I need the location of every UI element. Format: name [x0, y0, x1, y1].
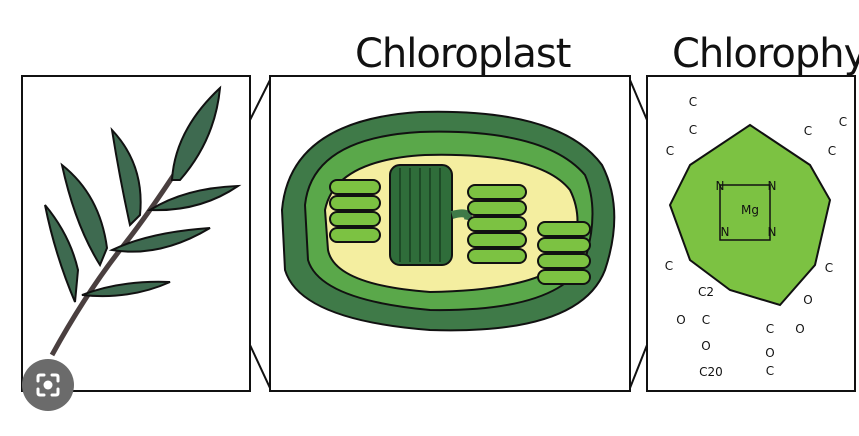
chloroplast-illustration [280, 110, 616, 332]
c-top2-label: C [689, 123, 697, 137]
o-ketone-label: O [803, 293, 812, 307]
c-chain1-label: C [702, 313, 710, 327]
zoom-connector-right [629, 79, 648, 389]
c-right-top3-label: C [839, 115, 847, 129]
o-ester2-label: O [765, 346, 774, 360]
leaf-illustration [44, 85, 242, 357]
mg-label: Mg [741, 203, 759, 217]
granum-middle [467, 184, 527, 264]
o-chain-label: O [701, 339, 710, 353]
granum-left [329, 179, 381, 243]
c-right-mid-label: C [825, 261, 833, 275]
c20-label: C20 [699, 365, 723, 379]
chlorophyll-illustration: N N N N Mg C C C C C C C C C2 C O O C20 … [665, 95, 847, 379]
c-top-label: C [689, 95, 697, 109]
c-left-top-label: C [666, 144, 674, 158]
n2-label: N [768, 179, 777, 193]
n4-label: N [768, 225, 777, 239]
c2-label: C2 [698, 285, 714, 299]
chloroplast-title: Chloroplast [355, 31, 571, 77]
c-ester-label: C [766, 322, 774, 336]
chlorophyll-title: Chlorophyll [672, 31, 859, 77]
c-ester2-label: C [766, 364, 774, 378]
c-right-top-label: C [804, 124, 812, 138]
o-ester-label: O [795, 322, 804, 336]
google-lens-button[interactable] [22, 359, 74, 411]
c-right-top2-label: C [828, 144, 836, 158]
o-left-label: O [676, 313, 685, 327]
porphyrin-ring [668, 123, 832, 307]
lamella [450, 209, 473, 221]
c-left-mid-label: C [665, 259, 673, 273]
n3-label: N [721, 225, 730, 239]
n-mg-bonds [719, 184, 771, 241]
granum-right [537, 221, 591, 285]
google-lens-icon [36, 373, 60, 397]
zoom-connector-left [249, 79, 271, 389]
granum-center [389, 164, 453, 266]
n1-label: N [716, 179, 725, 193]
